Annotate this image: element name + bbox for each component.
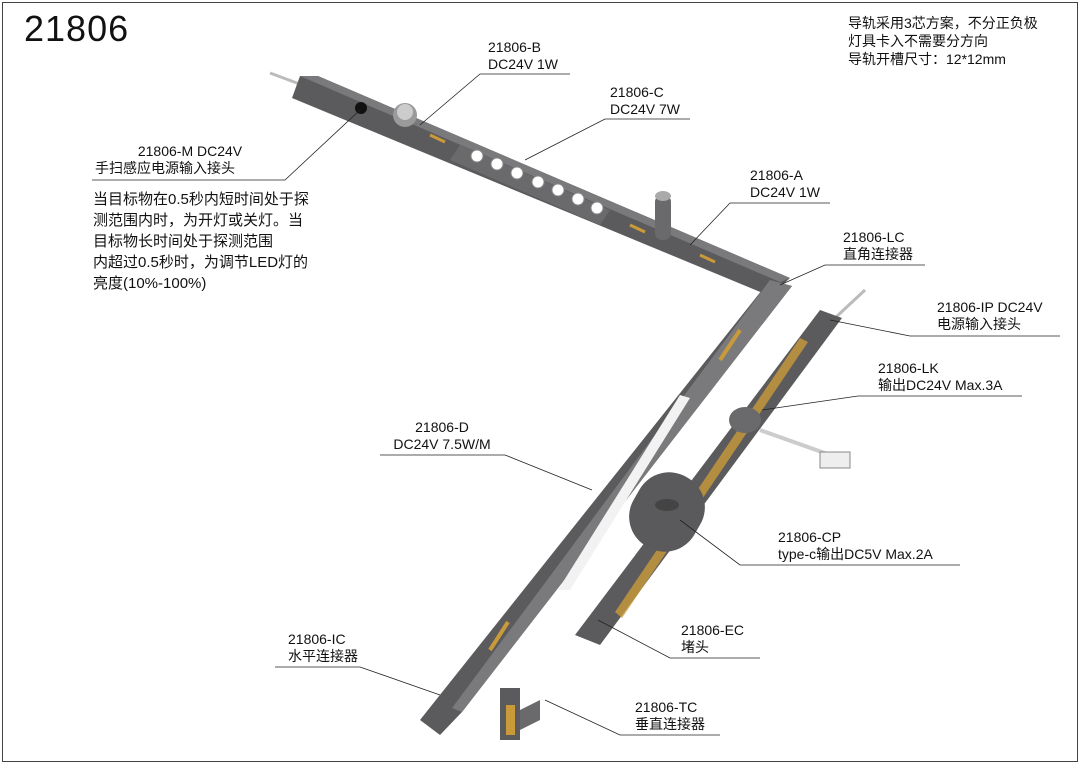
cp-module	[629, 472, 705, 552]
label-model: 21806-IP DC24V	[937, 299, 1043, 315]
note-line: 灯具卡入不需要分方向	[848, 33, 988, 49]
spot-a	[655, 195, 671, 240]
horizontal-track	[269, 71, 790, 296]
label-spec: 输出DC24V Max.3A	[878, 377, 1003, 393]
parallel-track	[575, 288, 867, 645]
label-model: 21806-IC	[288, 631, 346, 647]
lk-module	[729, 407, 761, 433]
desc-line: 目标物长时间处于探测范围	[93, 233, 274, 250]
label-model: 21806-EC	[681, 622, 745, 638]
tc-connector	[500, 688, 540, 740]
label-model: 21806-LK	[878, 360, 939, 376]
desc-line: 内超过0.5秒时，为调节LED灯的	[93, 254, 309, 271]
label-spec: DC24V 1W	[750, 184, 821, 200]
ip-wire	[833, 288, 867, 320]
label-spec: 电源输入接头	[937, 316, 1021, 332]
linear-light-track	[420, 280, 792, 735]
diffuser-d	[558, 395, 690, 590]
led-dots-c	[470, 149, 604, 215]
label-model: 21806-A	[750, 167, 803, 183]
desc-line: 亮度(10%-100%)	[93, 275, 207, 292]
desc-line: 测范围内时，为开灯或关灯。当	[93, 212, 304, 229]
leader-lines	[92, 73, 1060, 736]
note-line: 导轨采用3芯方案，不分正负极	[848, 15, 1038, 31]
sensor-hole	[355, 102, 367, 114]
label-spec: DC24V 1W	[488, 56, 559, 72]
label-spec: 堵头	[681, 639, 709, 655]
label-model: 21806-TC	[635, 699, 698, 715]
label-model: 21806-B	[488, 39, 541, 55]
lk-plug	[819, 451, 851, 469]
label-spec: DC24V 7.5W/M	[393, 436, 491, 452]
label-spec: type-c输出DC5V Max.2A	[778, 546, 933, 562]
label-model: 21806-D	[415, 419, 469, 435]
label-model: 21806-M DC24V	[137, 143, 243, 159]
label-spec: 手扫感应电源输入接头	[95, 160, 235, 176]
desc-line: 当目标物在0.5秒内短时间处于探	[93, 191, 309, 208]
label-spec: 垂直连接器	[635, 716, 705, 732]
label-spec: DC24V 7W	[610, 101, 681, 117]
label-spec: 水平连接器	[288, 648, 358, 664]
label-model: 21806-CP	[778, 529, 842, 545]
label-spec: 直角连接器	[843, 246, 913, 262]
model-title: 21806	[24, 8, 130, 49]
label-model: 21806-C	[610, 84, 664, 100]
note-line: 导轨开槽尺寸：12*12mm	[848, 51, 1006, 67]
sensor-description: 当目标物在0.5秒内短时间处于探 测范围内时，为开灯或关灯。当 目标物长时间处于…	[93, 189, 309, 294]
track-notes: 导轨采用3芯方案，不分正负极 灯具卡入不需要分方向 导轨开槽尺寸：12*12mm	[848, 14, 1038, 68]
module-c	[450, 145, 610, 225]
label-model: 21806-LC	[843, 229, 905, 245]
